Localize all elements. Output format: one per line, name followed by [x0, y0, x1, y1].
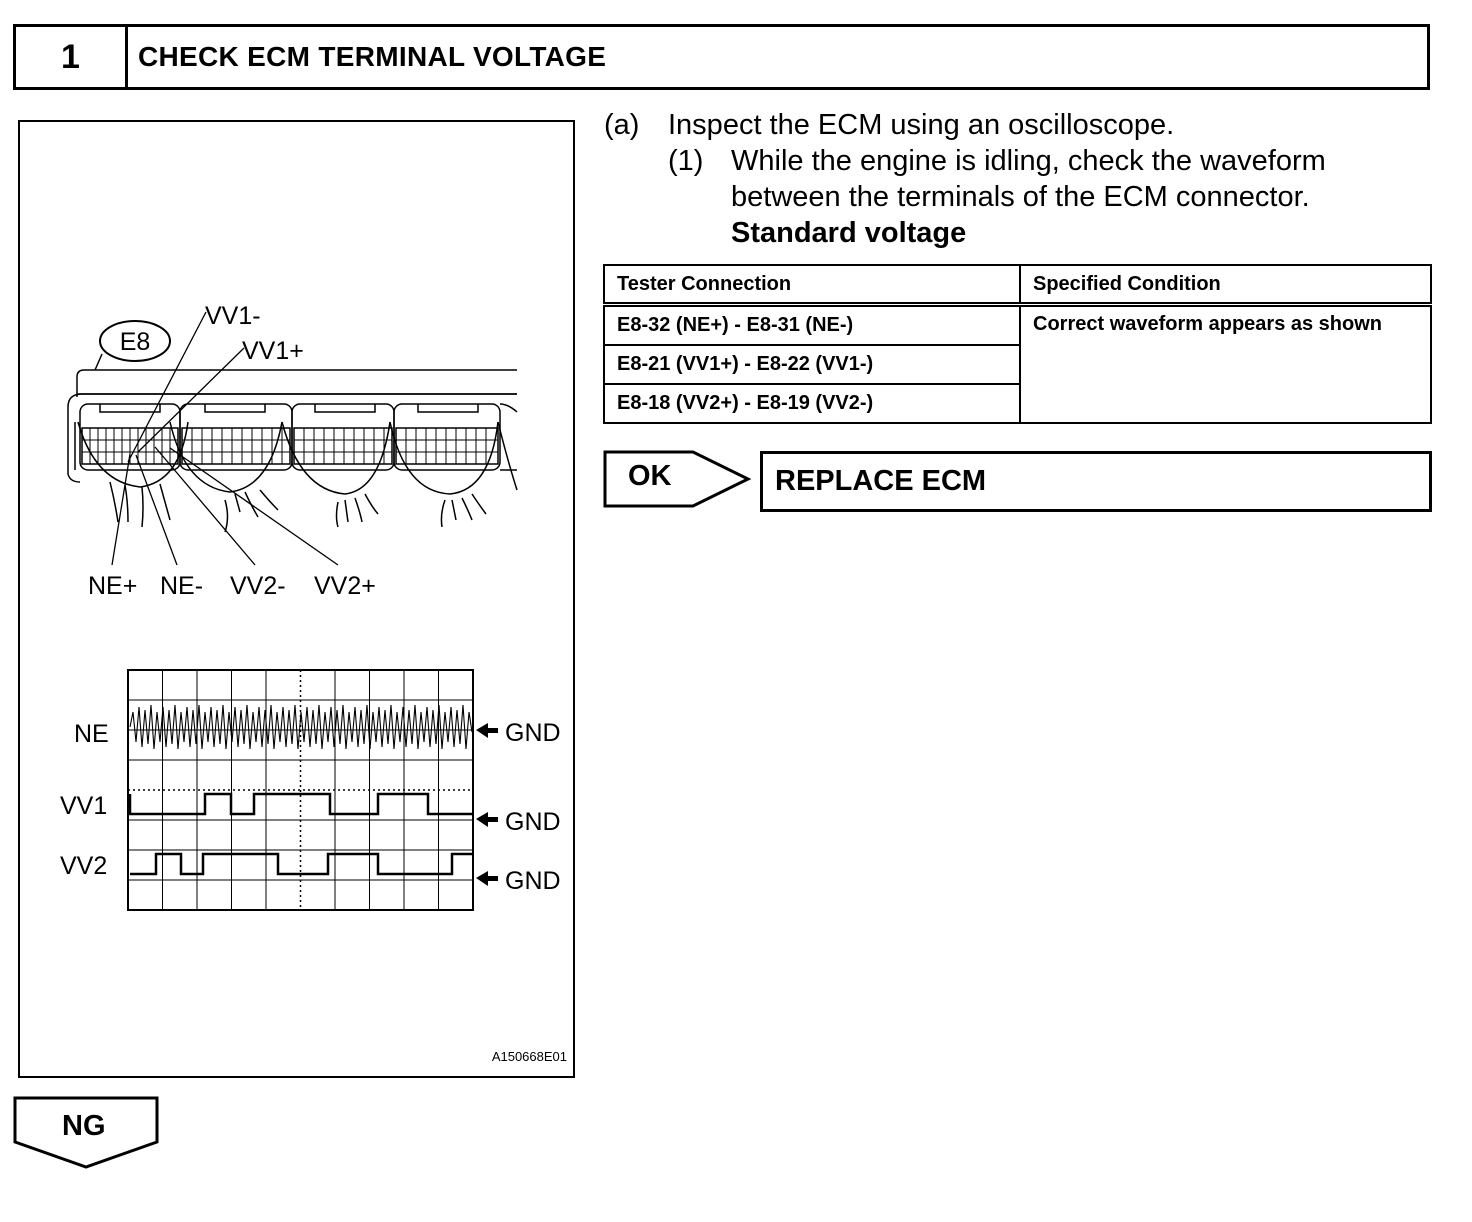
label-vv1-plus: VV1+: [242, 337, 304, 365]
instruction-1-line1: While the engine is idling, check the wa…: [731, 145, 1326, 177]
ok-arrow-icon: [603, 450, 752, 508]
label-ne-minus: NE-: [160, 572, 203, 600]
gnd-label-vv2: GND: [505, 867, 561, 895]
oscilloscope-grid: [127, 669, 474, 911]
label-ne-plus: NE+: [88, 572, 137, 600]
waveform-vv1: [128, 792, 473, 816]
ng-arrow-icon: [13, 1096, 159, 1169]
standard-voltage-label: Standard voltage: [731, 217, 967, 249]
gnd-arrows: [476, 723, 498, 886]
ok-label: OK: [628, 460, 672, 492]
spec-table: Tester Connection Specified Condition E8…: [603, 264, 1432, 424]
figure-id: A150668E01: [491, 1049, 567, 1064]
label-vv2-plus: VV2+: [314, 572, 376, 600]
action-box: REPLACE ECM: [760, 451, 1432, 512]
connector-housing-3: [291, 403, 395, 471]
waveform-vv2: [130, 852, 473, 876]
ng-label: NG: [62, 1110, 106, 1142]
gnd-label-ne: GND: [505, 719, 561, 747]
table-header-tester: Tester Connection: [603, 264, 1021, 307]
label-vv1-minus: VV1-: [205, 302, 261, 330]
connector-id-label: E8: [120, 328, 151, 356]
instruction-1-marker: (1): [668, 145, 704, 177]
channel-label-vv1: VV1: [60, 792, 107, 820]
table-row: E8-21 (VV1+) - E8-22 (VV1-): [603, 344, 1431, 385]
leader-lines: [111, 311, 339, 566]
table-header-row: Tester Connection Specified Condition: [603, 264, 1432, 307]
step-title: CHECK ECM TERMINAL VOLTAGE: [138, 41, 607, 72]
ecm-figure: E8: [18, 120, 575, 1078]
channel-label-ne: NE: [74, 720, 109, 748]
table-cell-connection: E8-18 (VV2+) - E8-19 (VV2-): [603, 383, 1021, 424]
connector-housing-2: [179, 403, 293, 471]
step-number: 1: [16, 27, 128, 87]
instruction-1-line2: between the terminals of the ECM connect…: [731, 181, 1310, 213]
ecm-connector-body: [67, 369, 518, 533]
table-cell-connection: E8-32 (NE+) - E8-31 (NE-): [603, 303, 1021, 346]
step-header: 1 CHECK ECM TERMINAL VOLTAGE: [13, 24, 1430, 90]
table-row: E8-32 (NE+) - E8-31 (NE-) Correct wavefo…: [603, 303, 1432, 424]
connector-id-ellipse: [99, 320, 171, 362]
gnd-label-vv1: GND: [505, 808, 561, 836]
channel-label-vv2: VV2: [60, 852, 107, 880]
table-header-condition: Specified Condition: [1019, 264, 1432, 307]
table-row: E8-18 (VV2+) - E8-19 (VV2-): [603, 383, 1431, 424]
waveform-ne: [129, 704, 473, 750]
table-cell-condition: Correct waveform appears as shown: [1019, 303, 1432, 424]
label-vv2-minus: VV2-: [230, 572, 286, 600]
instruction-a-marker: (a): [604, 109, 640, 141]
instruction-a-text: Inspect the ECM using an oscilloscope.: [668, 109, 1175, 141]
connector-housing-4: [393, 403, 501, 471]
table-cell-connection: E8-21 (VV1+) - E8-22 (VV1-): [603, 344, 1021, 385]
ecm-connector-diagram: E8: [60, 302, 561, 911]
